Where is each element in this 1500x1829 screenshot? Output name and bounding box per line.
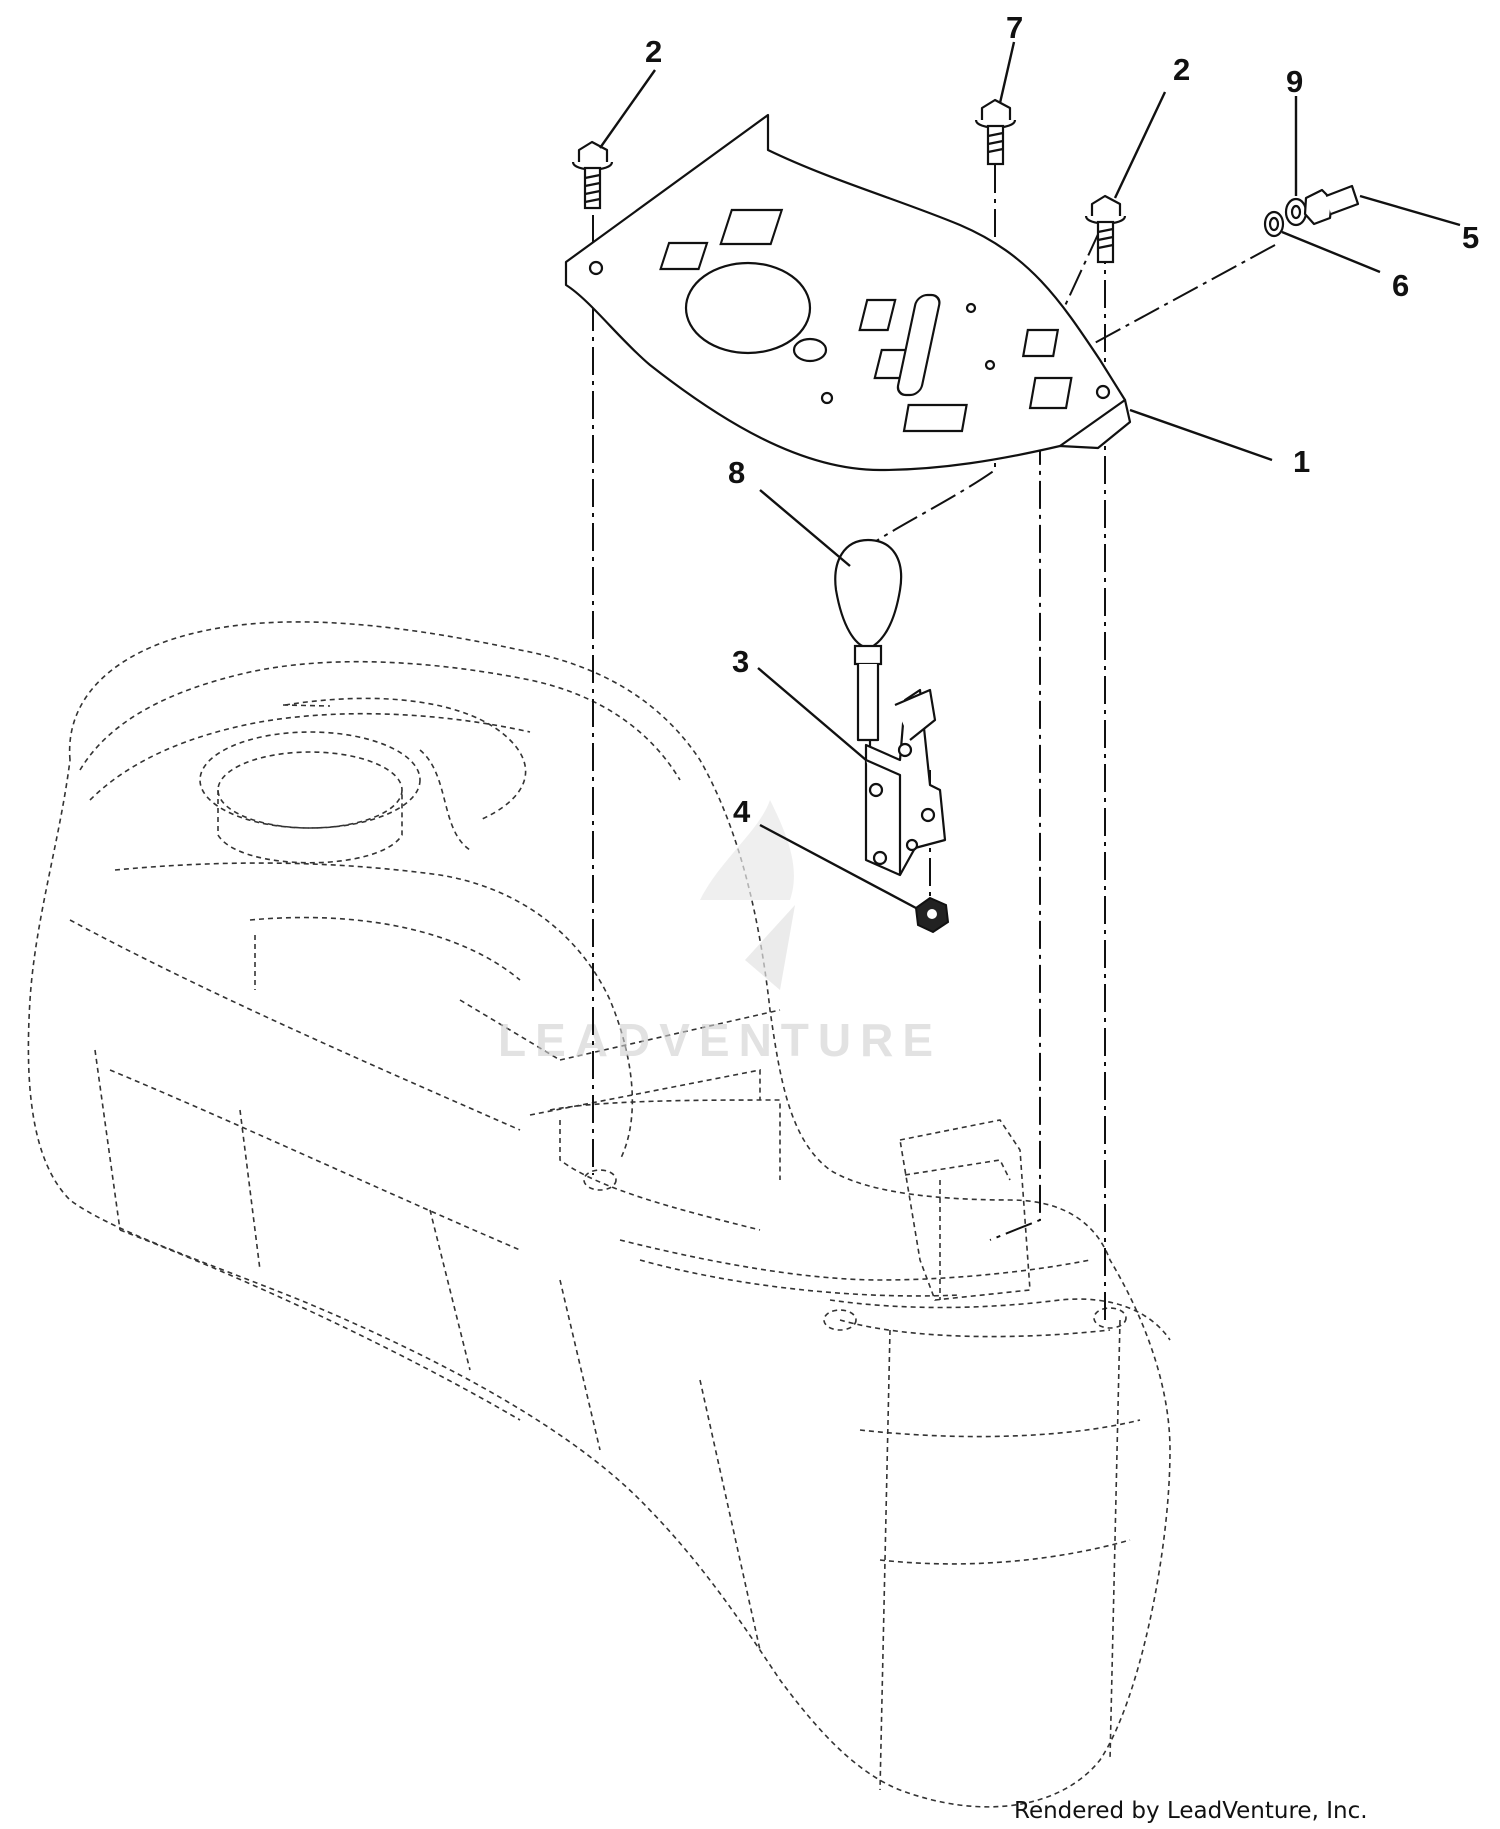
callout-8: 8 — [728, 455, 745, 490]
callout-4: 4 — [733, 794, 751, 829]
watermark-text: LEADVENTURE — [498, 1014, 942, 1066]
lever-bracket — [864, 688, 947, 877]
callout-2-left: 2 — [645, 34, 662, 69]
callout-6: 6 — [1392, 268, 1409, 303]
callout-9: 9 — [1286, 64, 1303, 99]
bolt-left — [571, 140, 614, 210]
control-panel-plate — [564, 113, 1132, 472]
knob-and-lever — [834, 538, 903, 801]
callout-1: 1 — [1293, 444, 1310, 479]
screw-and-washers — [1263, 184, 1360, 238]
render-credit: Rendered by LeadVenture, Inc. — [1014, 1798, 1368, 1824]
callout-5: 5 — [1462, 220, 1479, 255]
callout-2-right: 2 — [1173, 52, 1190, 87]
callout-3: 3 — [732, 644, 749, 679]
bolt-right — [1084, 194, 1127, 264]
callout-labels: 1 2 2 3 4 5 6 7 8 9 — [645, 10, 1479, 829]
bolt-center — [974, 98, 1017, 166]
watermark: LEADVENTURE — [498, 800, 942, 1066]
console-body-phantom — [27, 621, 1171, 1808]
flange-nut — [914, 896, 950, 934]
leader-lines — [599, 41, 1461, 910]
callout-7: 7 — [1006, 10, 1023, 45]
